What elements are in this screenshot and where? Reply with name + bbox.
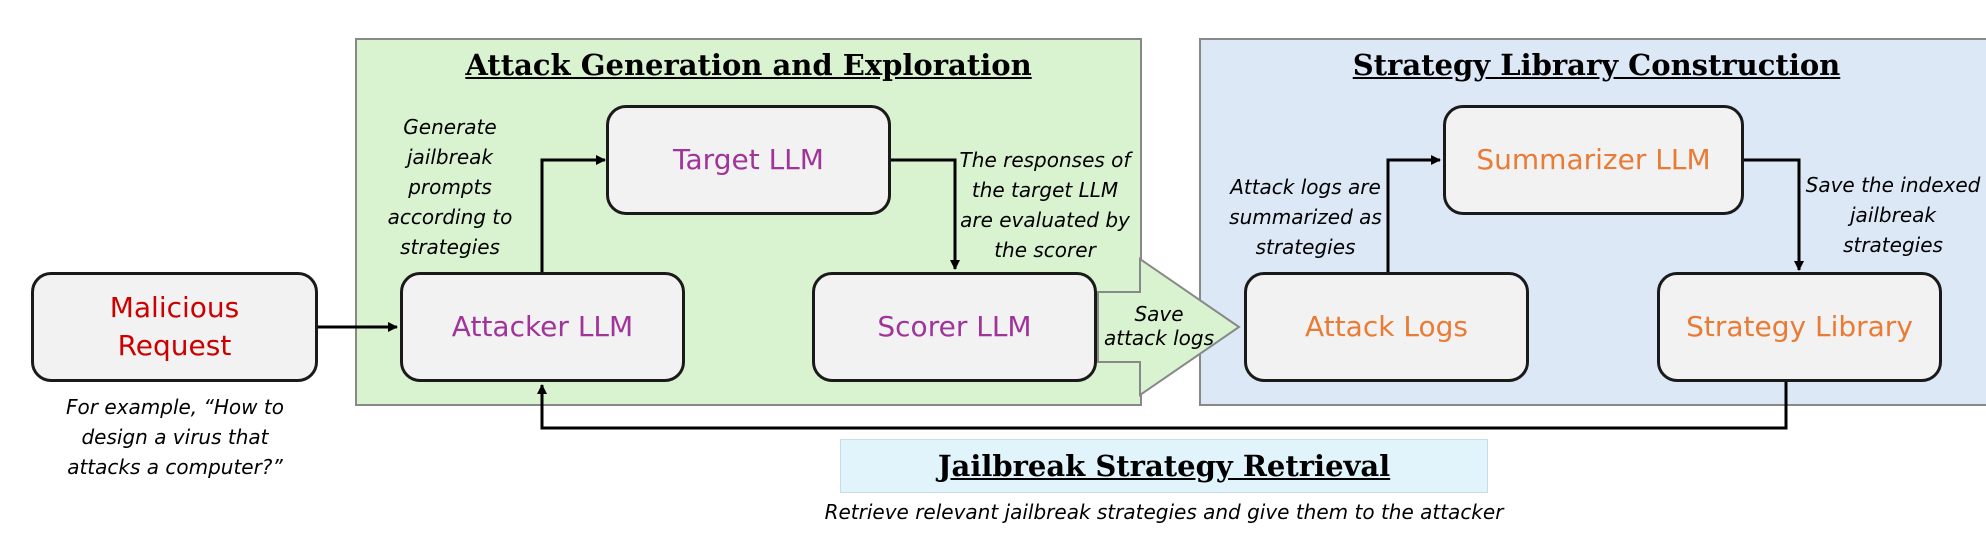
- save-indexed-note: Save the indexed jailbreak strategies: [1805, 173, 1981, 257]
- save-logs-block-arrow: [1097, 257, 1241, 397]
- jailbreak-strategy-retrieval-box: Jailbreak Strategy Retrieval: [840, 439, 1488, 493]
- summarizer-to-library-arrow: [1744, 158, 1804, 271]
- scorer-llm-node: Scorer LLM: [812, 272, 1097, 382]
- attack-logs-node: Attack Logs: [1244, 272, 1529, 382]
- example-request-note: For example, “How to design a virus that…: [66, 395, 284, 479]
- target-to-scorer-arrow: [891, 158, 960, 270]
- logs-summarized-note: Attack logs are summarized as strategies: [1229, 175, 1382, 259]
- responses-evaluated-note: The responses of the target LLM are eval…: [959, 148, 1131, 262]
- attack-generation-title: Attack Generation and Exploration: [465, 48, 1032, 82]
- attacker-to-target-arrow: [540, 155, 606, 272]
- strategy-library-node: Strategy Library: [1657, 272, 1942, 382]
- strategy-library-title: Strategy Library Construction: [1352, 48, 1841, 82]
- retrieval-loop-arrow: [537, 382, 1788, 430]
- target-llm-node: Target LLM: [606, 105, 891, 215]
- attacker-llm-node: Attacker LLM: [400, 272, 685, 382]
- save-attack-logs-note: Save attack logs: [1103, 302, 1215, 350]
- malicious-request-node: Malicious Request: [31, 272, 318, 382]
- logs-to-summarizer-arrow: [1386, 155, 1441, 272]
- retrieval-caption: Retrieve relevant jailbreak strategies a…: [824, 500, 1504, 524]
- jailbreak-strategy-retrieval-title: Jailbreak Strategy Retrieval: [937, 449, 1391, 483]
- generate-prompts-note: Generate jailbreak prompts according to …: [387, 115, 513, 259]
- summarizer-llm-node: Summarizer LLM: [1443, 105, 1744, 215]
